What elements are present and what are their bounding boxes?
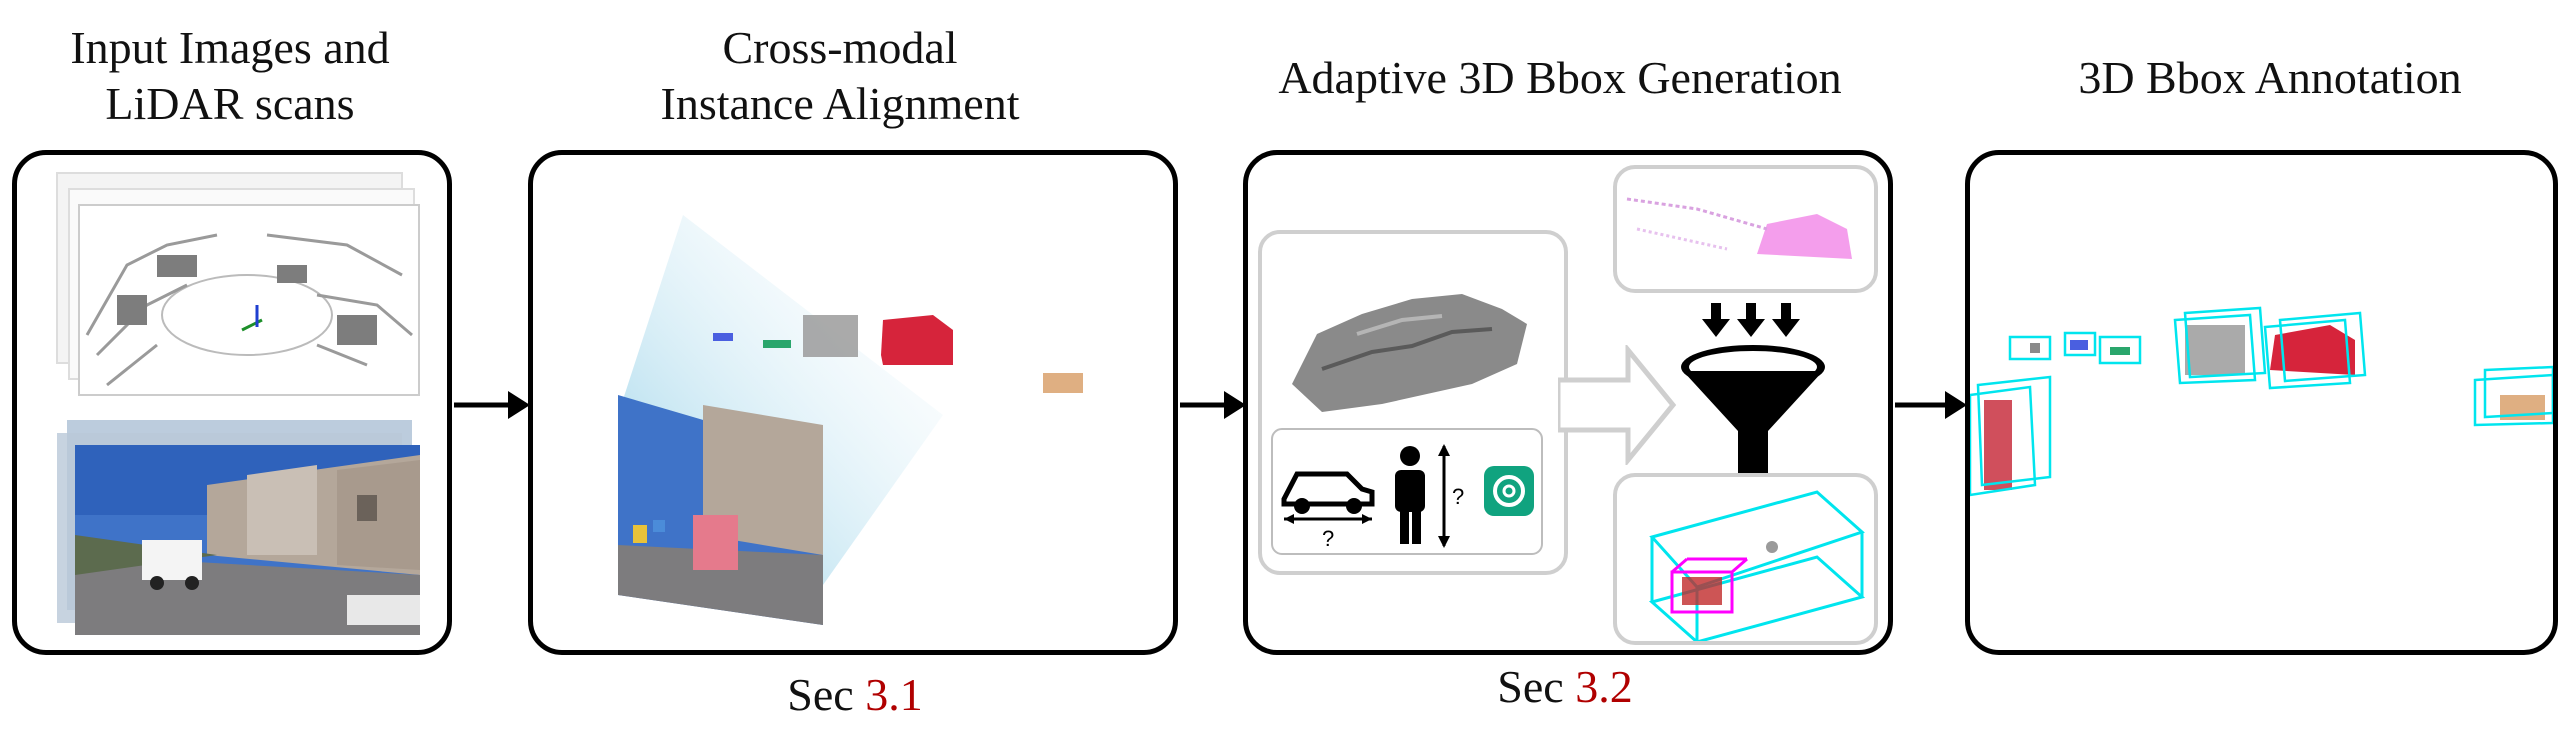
alignment-panel-art <box>618 215 1083 625</box>
size-prior-art: ? ? <box>1271 294 1543 555</box>
size-prior-card: ? ? <box>1258 230 1568 575</box>
stage1-title: Input Images and LiDAR scans <box>20 20 440 132</box>
input-panel <box>12 150 452 655</box>
bbox-generation-panel: ? ? <box>1243 150 1893 655</box>
street-photo-image <box>75 445 420 635</box>
input-panel-art <box>56 172 420 635</box>
car-mesh-image <box>1292 294 1527 412</box>
point-cloud-image <box>78 204 420 396</box>
annotation-panel <box>1965 150 2558 655</box>
stage1-title-line2: LiDAR scans <box>105 78 355 129</box>
stage2-title: Cross-modal Instance Alignment <box>560 20 1120 132</box>
stage1-title-line1: Input Images and <box>70 22 390 73</box>
sec-3-2-number: 3.2 <box>1575 661 1633 712</box>
sec-3-1-number: 3.1 <box>865 669 923 720</box>
stage2-title-line2: Instance Alignment <box>660 78 1020 129</box>
annotation-scene <box>1970 306 2553 497</box>
chatgpt-icon <box>1484 466 1534 516</box>
frustum-projection <box>618 215 943 625</box>
annotated-instances <box>1984 325 2545 490</box>
arrow-3 <box>1895 391 1967 419</box>
sec-3-1-label: Sec 3.1 <box>730 668 980 721</box>
pointcloud-card <box>1613 165 1878 293</box>
bbox-render-image <box>1648 490 1866 641</box>
person-icon <box>1395 446 1425 544</box>
width-query-mark: ? <box>1322 526 1334 551</box>
sec-3-2-label: Sec 3.2 <box>1440 660 1690 713</box>
instance-point-clouds <box>713 315 1083 393</box>
stage2-title-line1: Cross-modal <box>722 22 958 73</box>
sec-3-2-prefix: Sec <box>1497 661 1564 712</box>
filter-input-arrows <box>1702 303 1800 337</box>
pointcloud-card-art <box>1626 197 1852 259</box>
car-icon <box>1281 471 1375 524</box>
stage3-title: Adaptive 3D Bbox Generation <box>1278 52 1842 103</box>
arrow-1 <box>454 391 530 419</box>
bbox-render-card <box>1613 473 1878 645</box>
arrow-2 <box>1180 391 1246 419</box>
funnel-icon <box>1681 345 1825 475</box>
hollow-arrow <box>1558 345 1677 465</box>
bbox-wireframes <box>1970 306 2553 497</box>
stage4-title: 3D Bbox Annotation <box>2078 52 2462 103</box>
alignment-panel <box>528 150 1178 655</box>
sec-3-1-prefix: Sec <box>787 669 854 720</box>
height-query-mark: ? <box>1452 484 1464 509</box>
